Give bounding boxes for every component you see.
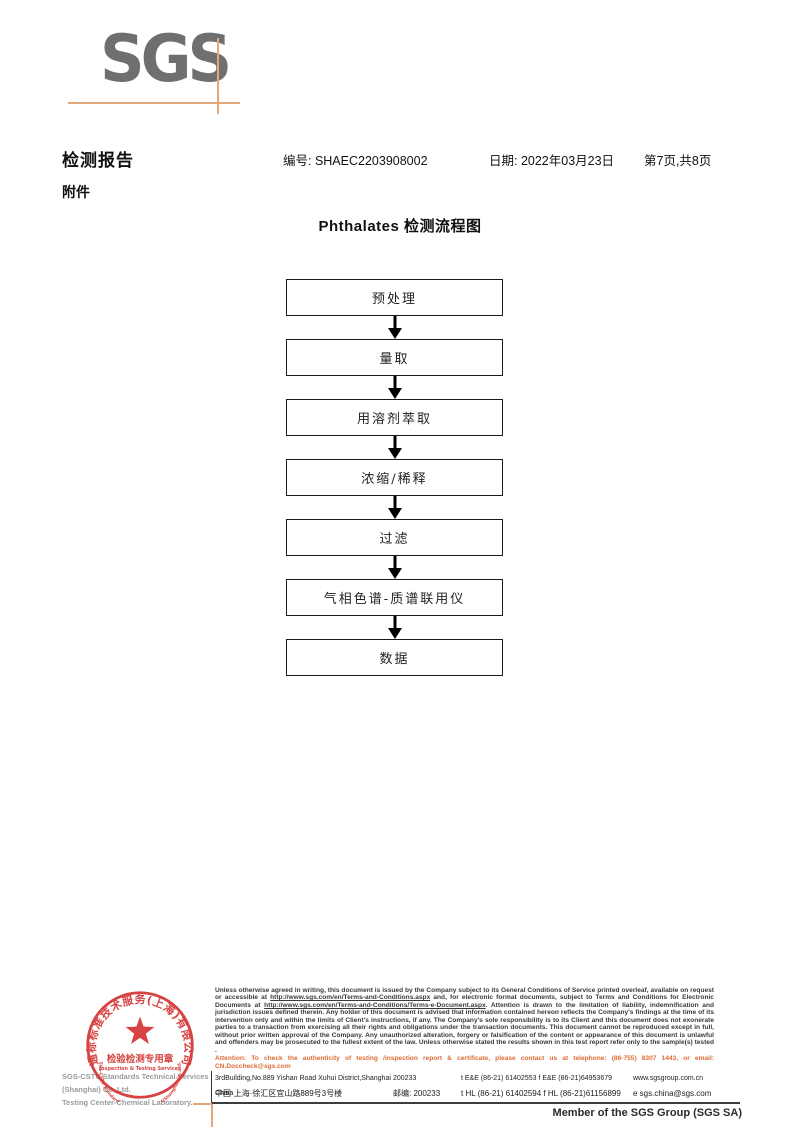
sgs-member-line: Member of the SGS Group (SGS SA) <box>552 1107 742 1119</box>
down-arrow-icon <box>286 556 503 579</box>
crop-mark-vertical <box>211 1104 213 1127</box>
postcode-en: 200233 <box>393 1075 417 1082</box>
flow-step-data: 数据 <box>286 639 503 676</box>
flow-step-pretreatment: 预处理 <box>286 279 503 316</box>
flow-step-solvent-extraction: 用溶剂萃取 <box>286 399 503 436</box>
email: e sgs.china@sgs.com <box>633 1089 712 1098</box>
flow-step-measure: 量取 <box>286 339 503 376</box>
website: www.sgsgroup.com.cn <box>633 1075 704 1082</box>
disclaimer-paragraph: Unless otherwise agreed in writing, this… <box>215 987 714 1070</box>
page-indicator: 第7页,共8页 <box>644 154 712 168</box>
report-number: 编号: SHAEC2203908002 <box>283 154 428 168</box>
down-arrow-icon <box>286 316 503 339</box>
flow-step-concentrate-dilute: 浓缩/稀释 <box>286 459 503 496</box>
logo-vertical-line <box>217 38 219 114</box>
sgs-logo: SGS <box>100 20 232 97</box>
attention-notice: Attention: To check the authenticity of … <box>215 1055 714 1070</box>
down-arrow-icon <box>286 436 503 459</box>
footer-rule <box>211 1102 740 1104</box>
stamp-purpose-en: Inspection & Testing Services <box>99 1066 181 1072</box>
down-arrow-icon <box>286 376 503 399</box>
report-date: 日期: 2022年03月23日 <box>489 154 615 168</box>
address-row-cn: 中国·上海·徐汇区宜山路889号3号楼 邮编: 200233 t HL (86-… <box>215 1086 717 1101</box>
flow-step-filter: 过滤 <box>286 519 503 556</box>
disclaimer-text-1: Unless otherwise agreed in writing, this… <box>215 987 714 1002</box>
lab-name-line1: SGS-CSTC Standards Technical Services (S… <box>62 1072 209 1094</box>
crop-mark-horizontal <box>193 1103 212 1105</box>
address-row-en: 3rdBuilding,No.889 Yishan Road Xuhui Dis… <box>215 1071 717 1097</box>
down-arrow-icon <box>286 616 503 639</box>
phones-cn: t HL (86-21) 61402594 f HL (86-21)611568… <box>461 1089 621 1098</box>
lab-name-line2: Testing Center-Chemical Laboratory. <box>62 1098 193 1107</box>
flowchart: 预处理 量取 用溶剂萃取 浓缩/稀释 过滤 气相色谱-质谱联用仪 数据 <box>286 279 503 676</box>
flowchart-title: Phthalates 检测流程图 <box>318 218 482 235</box>
flow-step-gcms: 气相色谱-质谱联用仪 <box>286 579 503 616</box>
stamp-star-icon <box>125 1016 155 1044</box>
postcode-cn: 邮编: 200233 <box>393 1089 441 1098</box>
down-arrow-icon <box>286 496 503 519</box>
disclaimer-text-3: . Attention is drawn to the limitation o… <box>215 1001 714 1054</box>
report-title: 检测报告 <box>62 151 134 170</box>
disclaimer-text-2: and, for electronic format documents, su… <box>215 994 714 1009</box>
logo-horizontal-line <box>68 102 240 104</box>
stamp-purpose-cn: 检验检测专用章 <box>107 1053 174 1065</box>
address-left-border <box>211 1071 212 1102</box>
terms-url: http://www.sgs.com/en/Terms-and-Conditio… <box>270 994 431 1002</box>
lab-name-lines: SGS-CSTC Standards Technical Services (S… <box>62 1070 232 1109</box>
attachment-label: 附件 <box>62 184 90 200</box>
address-cn: 中国·上海·徐汇区宜山路889号3号楼 <box>215 1089 343 1098</box>
phones-en: t E&E (86-21) 61402553 f E&E (86-21)6495… <box>461 1075 612 1082</box>
address-block: 3rdBuilding,No.889 Yishan Road Xuhui Dis… <box>215 1071 717 1101</box>
e-document-url: http://www.sgs.com/en/Terms-and-Conditio… <box>264 1001 486 1009</box>
address-en: 3rdBuilding,No.889 Yishan Road Xuhui Dis… <box>215 1075 391 1097</box>
inspection-stamp-icon: 通标标准技术服务(上海)有限公司 SGS-CSTC Standards Tech… <box>84 991 195 1102</box>
